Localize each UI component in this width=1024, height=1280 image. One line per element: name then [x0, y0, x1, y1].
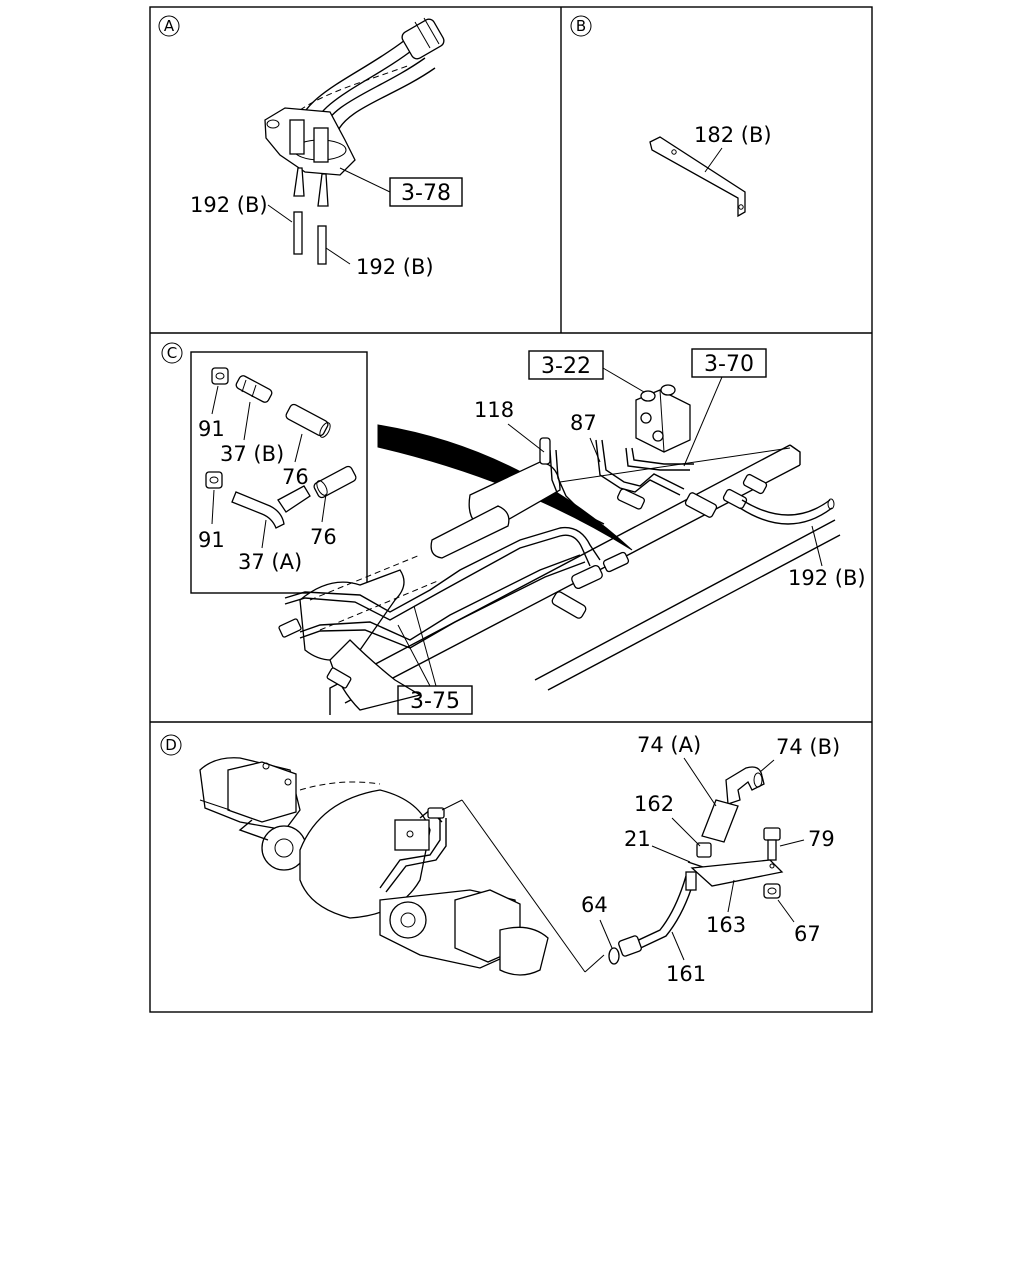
- callout-wedge: [377, 424, 633, 551]
- ring-64: [608, 947, 620, 965]
- label-64: 64: [581, 893, 608, 917]
- section-a-marker: A: [158, 15, 180, 37]
- ref-box-3-75: 3-75: [397, 685, 473, 715]
- connector-37b: [235, 375, 273, 403]
- ref-box-3-78: 3-78: [389, 177, 463, 207]
- rear-axle-housing: [199, 757, 549, 976]
- label-21: 21: [624, 827, 651, 851]
- label-163: 163: [706, 913, 746, 937]
- section-c: C: [161, 342, 866, 715]
- fittings-inset-box: [190, 351, 368, 594]
- air-hose-pair: [297, 17, 445, 136]
- label-76-top: 76: [282, 465, 309, 489]
- hose-74a: [701, 799, 739, 843]
- label-87: 87: [570, 411, 597, 435]
- section-d: D: [160, 733, 840, 986]
- bracket-163: [690, 859, 784, 887]
- ref-box-3-22: 3-22: [528, 350, 604, 380]
- nut-91-bottom: [205, 471, 223, 489]
- ref-box-3-70: 3-70: [691, 348, 767, 378]
- diagram-frame: [149, 6, 873, 1013]
- label-192b-left: 192 (B): [190, 193, 268, 217]
- section-b-marker-text: B: [576, 17, 586, 35]
- section-b: B 182 (B): [570, 15, 772, 218]
- ref-3-75-text: 3-75: [410, 689, 460, 714]
- label-192b: 192 (B): [788, 566, 866, 590]
- label-91-bottom: 91: [198, 528, 225, 552]
- label-161: 161: [666, 962, 706, 986]
- nut-162: [696, 842, 712, 858]
- chassis-frame: [329, 444, 841, 715]
- nut-91-top: [211, 367, 229, 385]
- label-76-bottom: 76: [310, 525, 337, 549]
- bracket-part: [649, 136, 746, 218]
- fittings-and-pipes: [293, 167, 329, 265]
- label-74a: 74 (A): [637, 733, 701, 757]
- hose-161: [618, 871, 697, 957]
- label-79: 79: [808, 827, 835, 851]
- label-37a: 37 (A): [238, 550, 302, 574]
- section-a-marker-text: A: [164, 17, 175, 35]
- section-b-marker: B: [570, 15, 592, 37]
- label-118: 118: [474, 398, 514, 422]
- line-fittings: [278, 437, 768, 689]
- label-74b: 74 (B): [776, 735, 840, 759]
- valve-block: [635, 384, 691, 453]
- hose-192b: [739, 498, 835, 525]
- label-67: 67: [794, 922, 821, 946]
- nut-67: [763, 883, 781, 899]
- ref-3-70-text: 3-70: [704, 352, 754, 377]
- ref-3-22-text: 3-22: [541, 354, 591, 379]
- bolt-79: [763, 827, 781, 861]
- brake-lines: [284, 439, 694, 649]
- label-162: 162: [634, 792, 674, 816]
- elbow-37a: [231, 485, 311, 529]
- label-91-top: 91: [198, 417, 225, 441]
- section-c-marker-text: C: [167, 344, 177, 362]
- label-182b: 182 (B): [694, 123, 772, 147]
- section-c-marker: C: [161, 342, 183, 364]
- section-d-marker-text: D: [165, 736, 177, 754]
- label-37b: 37 (B): [220, 442, 284, 466]
- section-d-marker: D: [160, 734, 182, 756]
- ref-3-78-text: 3-78: [401, 181, 451, 206]
- axle-brake-line: [238, 807, 447, 893]
- section-a: A 192 (B) 192 (B): [158, 15, 463, 279]
- sleeve-76-bottom: [313, 465, 357, 499]
- elbow-74b: [725, 766, 765, 805]
- label-192b-right: 192 (B): [356, 255, 434, 279]
- mounting-plate: [264, 107, 356, 176]
- sleeve-76-top: [285, 403, 331, 438]
